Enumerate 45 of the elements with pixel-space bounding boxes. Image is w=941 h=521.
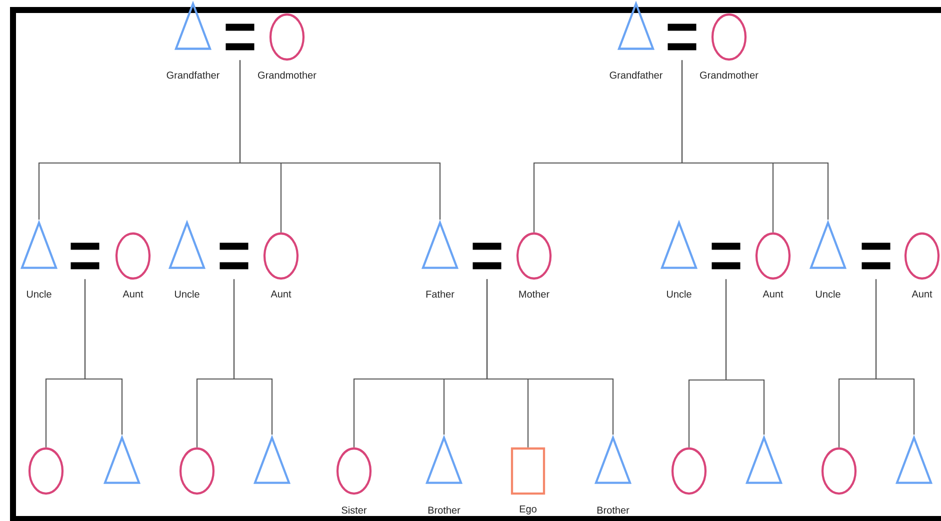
- descent-line: [84, 279, 123, 435]
- circle-symbol: [336, 447, 372, 495]
- name-label: Aunt: [912, 290, 932, 298]
- name-label: Uncle: [27, 290, 52, 298]
- equals-sign: [862, 242, 890, 270]
- name-label: Grandmother: [258, 71, 316, 79]
- name-label: Uncle: [816, 290, 840, 298]
- name-label: Aunt: [762, 290, 784, 298]
- descent-line: [233, 279, 273, 435]
- square-symbol: [510, 447, 546, 495]
- equals-sign: [70, 242, 100, 270]
- circle-symbol: [179, 447, 215, 495]
- descent-line: [239, 60, 441, 220]
- name-label: Brother: [597, 506, 630, 514]
- name-label: Ego: [520, 506, 536, 514]
- name-label: Grandfather: [166, 71, 220, 79]
- circle-symbol: [269, 13, 305, 61]
- descent-line: [681, 60, 829, 220]
- equals-sign: [712, 242, 740, 270]
- equals-sign: [668, 24, 696, 50]
- circle-symbol: [516, 232, 552, 280]
- name-label: Grandfather: [610, 71, 663, 79]
- equals-sign: [220, 242, 248, 270]
- equals-sign: [472, 242, 502, 270]
- name-label: Aunt: [270, 290, 292, 298]
- descent-line: [875, 279, 915, 435]
- name-label: Aunt: [122, 290, 144, 298]
- name-label: Brother: [428, 506, 460, 514]
- name-label: Mother: [519, 290, 550, 298]
- circle-symbol: [904, 232, 940, 280]
- descent-line: [725, 279, 765, 435]
- circle-symbol: [263, 232, 299, 280]
- circle-symbol: [671, 447, 707, 495]
- circle-symbol: [755, 232, 791, 280]
- descent-line: [486, 279, 614, 435]
- name-label: Grandmother: [700, 71, 758, 79]
- circle-symbol: [28, 447, 64, 495]
- circle-symbol: [711, 13, 747, 61]
- equals-sign: [226, 24, 254, 50]
- name-label: Uncle: [175, 290, 200, 298]
- name-label: Uncle: [667, 290, 692, 298]
- circle-symbol: [821, 447, 857, 495]
- name-label: Father: [426, 290, 454, 298]
- name-label: Sister: [342, 506, 367, 514]
- circle-symbol: [115, 232, 151, 280]
